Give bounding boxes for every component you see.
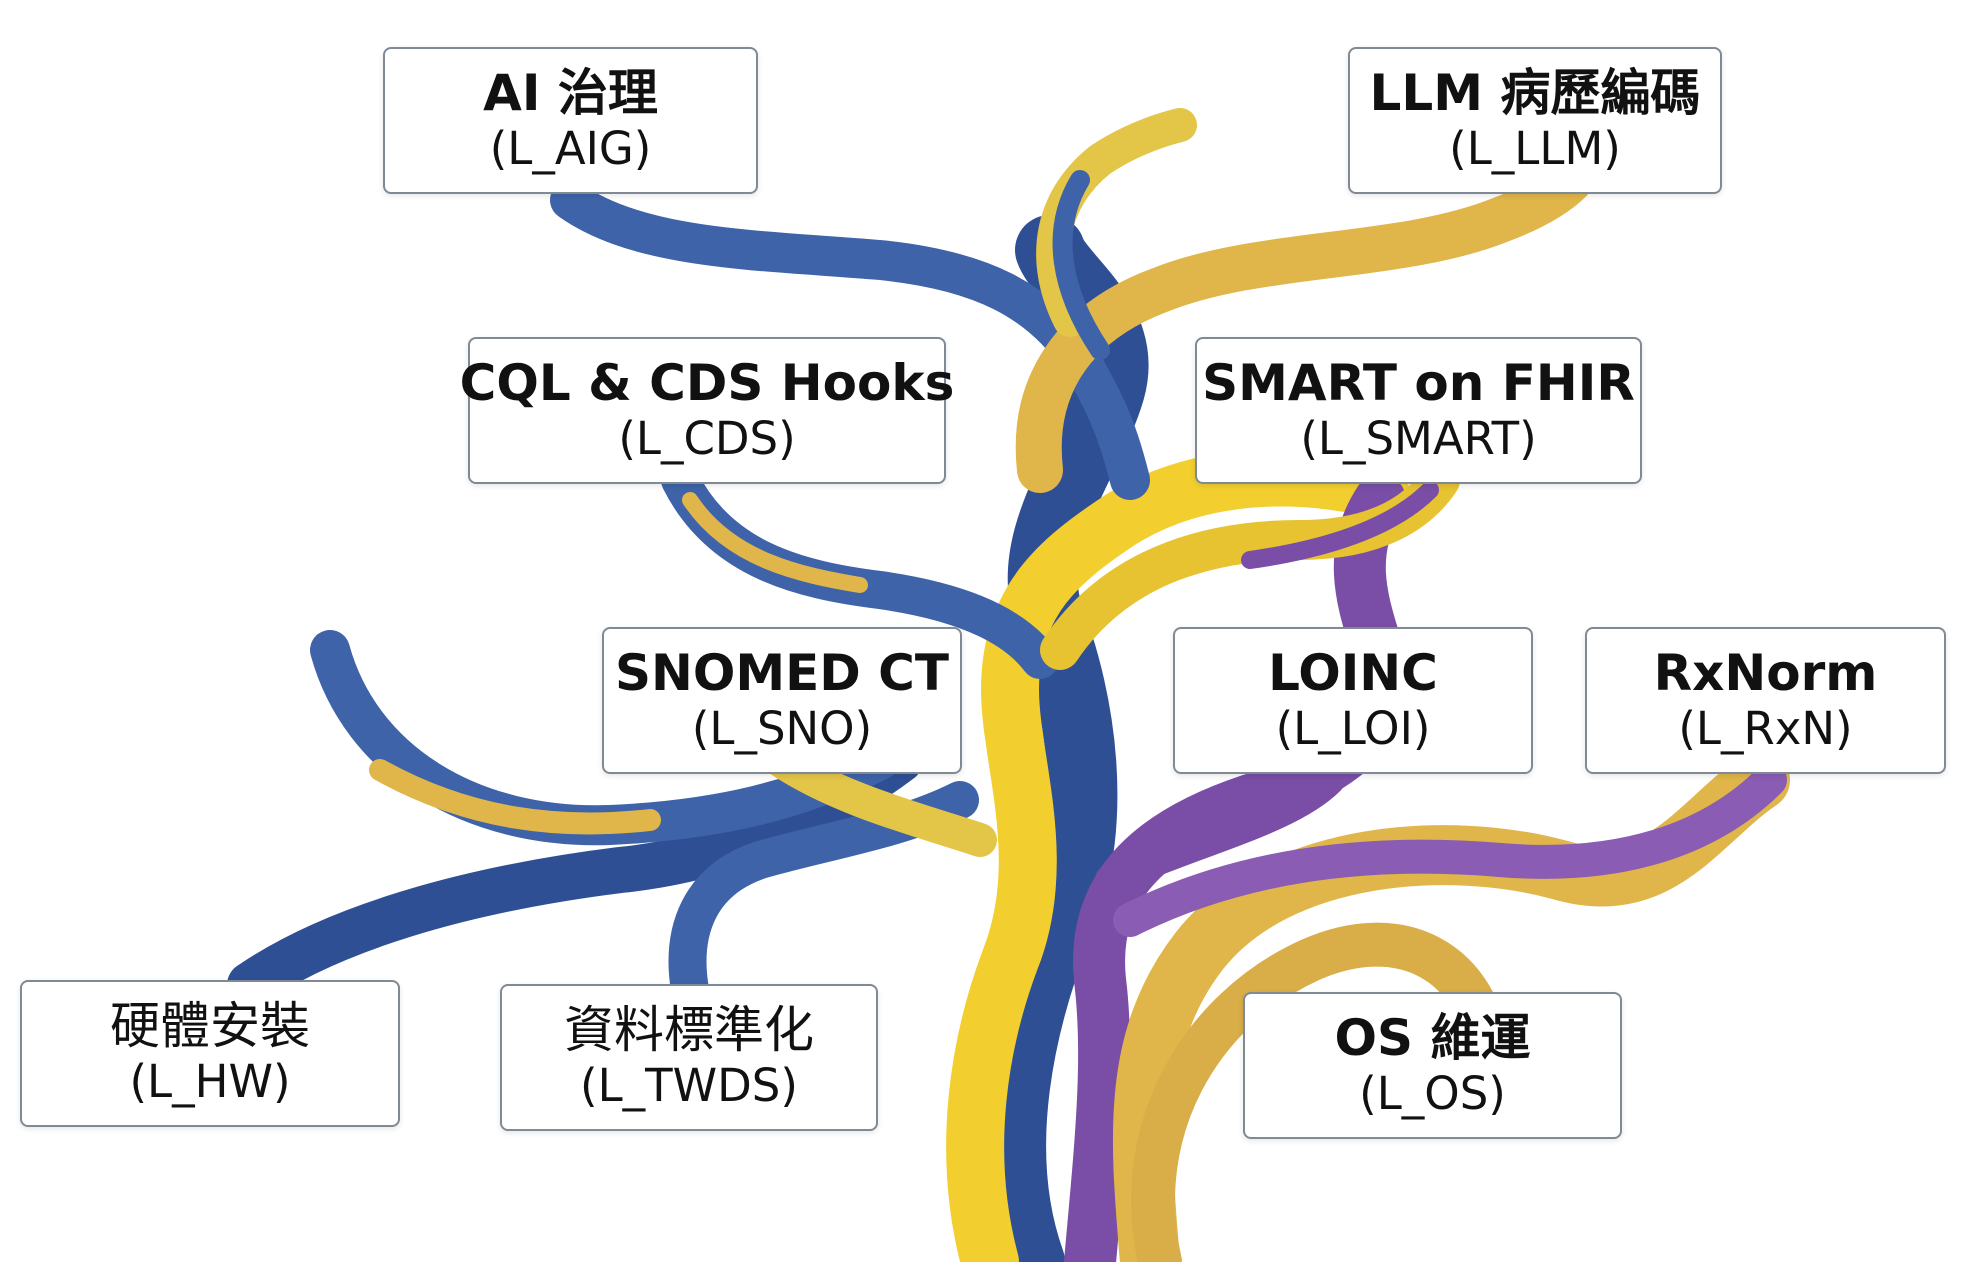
node-title: RxNorm — [1653, 643, 1878, 702]
node-title: CQL & CDS Hooks — [459, 353, 955, 412]
branch-left-gold — [369, 759, 661, 835]
node-title: SNOMED CT — [615, 643, 949, 702]
node-code: (L_TWDS) — [580, 1059, 798, 1113]
node-title: OS 維運 — [1334, 1008, 1531, 1067]
branch-llm — [1015, 157, 1593, 493]
branch-top — [1036, 108, 1197, 337]
node-code: (L_OS) — [1359, 1067, 1506, 1121]
node-code: (L_AIG) — [489, 122, 652, 176]
branch-hw — [227, 737, 923, 1008]
branch-os — [1131, 922, 1512, 1262]
branch-smart-purple — [1241, 481, 1439, 569]
node-code: (L_RxN) — [1678, 702, 1853, 756]
node-title: AI 治理 — [483, 63, 658, 122]
node-title: 硬體安裝 — [110, 996, 310, 1055]
node-code: (L_LLM) — [1449, 122, 1621, 176]
node-snomed-ct: SNOMED CT (L_SNO) — [602, 627, 962, 774]
node-code: (L_LOI) — [1275, 702, 1431, 756]
node-code: (L_CDS) — [618, 412, 796, 466]
node-cql-cds-hooks: CQL & CDS Hooks (L_CDS) — [460, 337, 954, 484]
node-ai-governance: AI 治理 (L_AIG) — [383, 47, 758, 194]
node-code: (L_HW) — [129, 1055, 291, 1109]
node-title: SMART on FHIR — [1202, 353, 1635, 412]
trunk-yellow — [946, 448, 1409, 1262]
branch-aig — [550, 180, 1150, 500]
node-rxnorm: RxNorm (L_RxN) — [1585, 627, 1946, 774]
branch-loi — [1095, 765, 1345, 895]
node-smart-on-fhir: SMART on FHIR (L_SMART) — [1195, 337, 1642, 484]
branch-rxn — [1113, 763, 1787, 937]
node-code: (L_SMART) — [1300, 412, 1537, 466]
node-hardware-install: 硬體安裝 (L_HW) — [20, 980, 400, 1127]
node-llm-coding: LLM 病歷編碼 (L_LLM) — [1348, 47, 1722, 194]
node-title: LLM 病歷編碼 — [1369, 63, 1701, 122]
branch-cds-gold — [682, 492, 868, 593]
node-data-standardization: 資料標準化 (L_TWDS) — [500, 984, 878, 1131]
node-title: 資料標準化 — [564, 1000, 814, 1059]
node-loinc: LOINC (L_LOI) — [1173, 627, 1533, 774]
node-os-operations: OS 維運 (L_OS) — [1243, 992, 1622, 1139]
node-code: (L_SNO) — [691, 702, 873, 756]
node-title: LOINC — [1268, 643, 1438, 702]
branch-top-blue — [1052, 170, 1110, 360]
